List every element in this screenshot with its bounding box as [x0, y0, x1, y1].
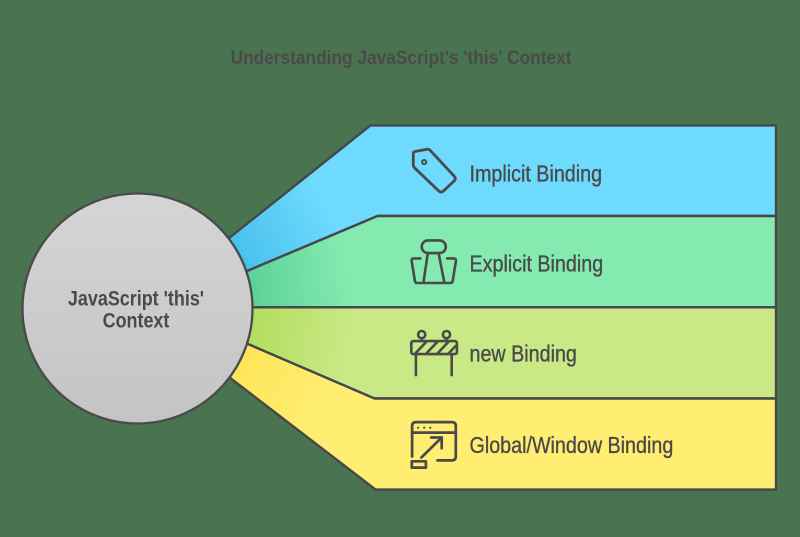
svg-text:Implicit Binding: Implicit Binding: [469, 161, 602, 187]
svg-text:new Binding: new Binding: [469, 341, 576, 367]
svg-text:JavaScript 'this': JavaScript 'this': [68, 287, 204, 311]
svg-text:Global/Window Binding: Global/Window Binding: [469, 433, 673, 459]
svg-text:Context: Context: [103, 309, 170, 333]
svg-text:Understanding JavaScript's 'th: Understanding JavaScript's 'this' Contex…: [231, 46, 572, 68]
svg-text:Explicit Binding: Explicit Binding: [469, 251, 603, 277]
